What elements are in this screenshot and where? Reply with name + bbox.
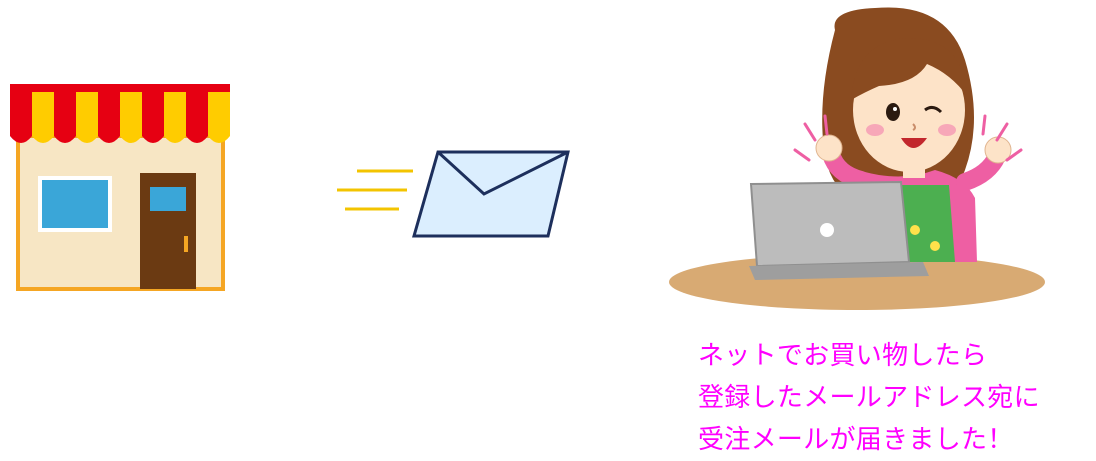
motion-lines-icon bbox=[337, 169, 413, 211]
caption-line-2: 登録したメールアドレス宛に bbox=[698, 383, 1040, 413]
caption-line-1: ネットでお買い物したら bbox=[698, 341, 988, 371]
shop-awning bbox=[10, 92, 230, 143]
shop-icon bbox=[10, 84, 230, 291]
apron bbox=[893, 185, 955, 262]
shop-window bbox=[42, 180, 108, 228]
caption-line-3: 受注メールが届きました！ bbox=[698, 425, 1014, 455]
mail-envelope-icon bbox=[412, 150, 570, 238]
woman-laptop-illustration bbox=[669, 7, 1045, 310]
caption: ネットでお買い物したら 登録したメールアドレス宛に 受注メールが届きました！ bbox=[698, 335, 1078, 461]
